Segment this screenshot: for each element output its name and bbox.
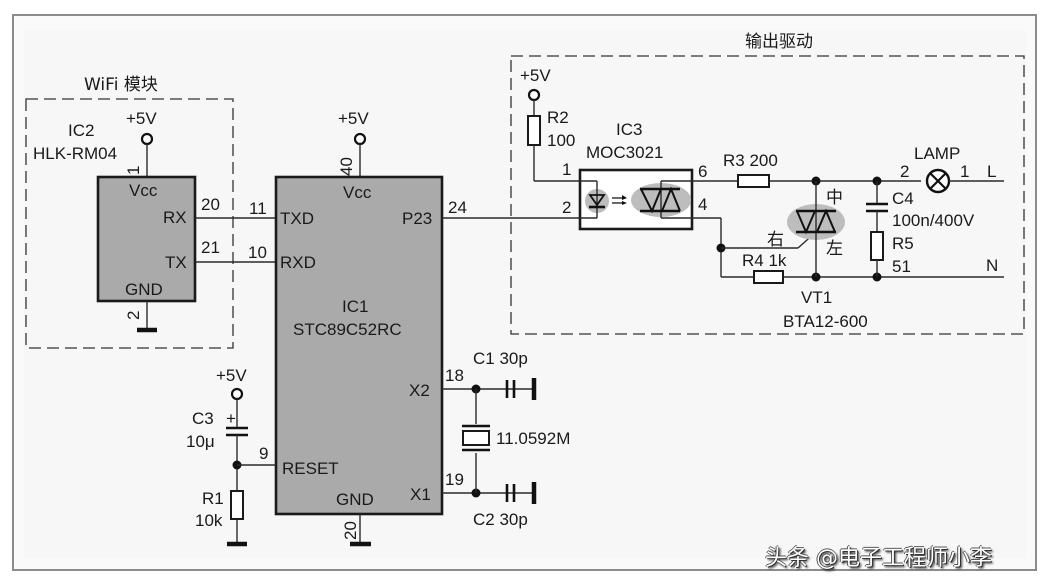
mains-line-label: L bbox=[987, 162, 996, 181]
ic1-pin-p23-number: 24 bbox=[448, 198, 467, 217]
ic1-pin-reset-number: 9 bbox=[259, 444, 268, 463]
r2-symbol bbox=[527, 115, 541, 146]
ic2-pin-vcc-number: 1 bbox=[124, 166, 143, 175]
ic1-supply-label: +5V bbox=[338, 109, 369, 128]
ic1-pin-reset: RESET bbox=[282, 459, 339, 478]
ic2-pin-gnd-number: 2 bbox=[124, 311, 143, 320]
ic3-ref: IC3 bbox=[616, 120, 642, 139]
led-icon bbox=[588, 194, 606, 207]
ic1-pin-x2-number: 18 bbox=[445, 366, 464, 385]
r2-ref: R2 bbox=[547, 108, 569, 127]
ic2-supply-terminal bbox=[140, 132, 154, 146]
c4-value: 100n/400V bbox=[892, 211, 975, 230]
ic2-pin-tx: TX bbox=[165, 253, 187, 272]
watermark: 头条 @电子工程师小李 bbox=[765, 546, 992, 571]
ic1-pin-rxd-number: 10 bbox=[248, 243, 267, 262]
r2-value: 100 bbox=[547, 131, 575, 150]
ic2-part: HLK-RM04 bbox=[33, 144, 117, 163]
output-module-boundary bbox=[510, 55, 1025, 335]
r1-symbol bbox=[230, 490, 244, 520]
vt1-part: BTA12-600 bbox=[783, 312, 868, 331]
output-module-title: 输出驱动 bbox=[745, 32, 813, 52]
ic2-ref: IC2 bbox=[68, 121, 94, 140]
r4-symbol bbox=[753, 270, 784, 284]
r2-supply-terminal bbox=[527, 88, 541, 102]
r2-supply-label: +5V bbox=[520, 66, 551, 85]
ic2-pin-gnd: GND bbox=[125, 280, 163, 299]
wifi-module-title: WiFi 模块 bbox=[84, 75, 158, 95]
wifi-module-boundary bbox=[25, 98, 234, 349]
ic2-chip bbox=[96, 175, 197, 303]
vt1-ref: VT1 bbox=[801, 288, 832, 307]
opto-triac-icon bbox=[640, 186, 681, 214]
triac-icon bbox=[796, 208, 836, 235]
ic2-supply-label: +5V bbox=[126, 109, 157, 128]
ic1-pin-x2: X2 bbox=[409, 381, 430, 400]
mains-neutral-label: N bbox=[986, 256, 998, 275]
r3-label: R3 200 bbox=[723, 151, 778, 170]
wifi-module: WiFi 模块 IC2 HLK-RM04 +5V 1 Vcc RX TX GND… bbox=[25, 75, 234, 349]
lamp-icon bbox=[925, 168, 951, 194]
ic1-pin-vcc: Vcc bbox=[343, 183, 372, 202]
lamp-ref: LAMP bbox=[914, 144, 960, 163]
r5-value: 51 bbox=[892, 257, 911, 276]
ic1-supply-terminal bbox=[353, 132, 367, 146]
lamp-pin-left: 2 bbox=[900, 162, 909, 181]
ic2-pin-tx-number: 21 bbox=[201, 238, 220, 257]
vt1-terminal-left: 左 bbox=[826, 239, 843, 259]
ic1-part: STC89C52RC bbox=[293, 320, 402, 339]
ic1-pin-vcc-number: 40 bbox=[337, 157, 356, 176]
ic3-pin-2-number: 2 bbox=[562, 198, 571, 217]
oscillator: 11.0592M C1 30p C2 30p bbox=[442, 349, 570, 529]
ic3-pin-6-number: 6 bbox=[698, 162, 707, 181]
c3-polarity: + bbox=[226, 409, 236, 428]
lamp-pin-right: 1 bbox=[960, 162, 969, 181]
ic1-mcu: +5V 40 Vcc TXD RXD P23 IC1 STC89C52RC X2… bbox=[248, 109, 467, 547]
ic1-pin-rxd: RXD bbox=[280, 253, 316, 272]
c4-ref: C4 bbox=[892, 189, 914, 208]
c2-label: C2 30p bbox=[473, 510, 528, 529]
c3-supply-terminal bbox=[230, 387, 244, 401]
vt1-terminal-middle: 中 bbox=[826, 188, 843, 208]
ic1-pin-x1-number: 19 bbox=[445, 470, 464, 489]
c3-ref: C3 bbox=[192, 409, 214, 428]
ic3-pin-4-number: 4 bbox=[698, 195, 707, 214]
ic1-pin-p23: P23 bbox=[402, 209, 432, 228]
ic1-ref: IC1 bbox=[342, 297, 368, 316]
ic1-pin-gnd-number: 20 bbox=[341, 521, 360, 540]
r5-symbol bbox=[870, 231, 884, 261]
output-driver-module: 输出驱动 +5V R2 100 IC3 MOC3021 1 2 6 4 bbox=[510, 32, 1025, 335]
crystal-symbol bbox=[462, 430, 490, 446]
ic1-pin-txd-number: 11 bbox=[249, 199, 267, 218]
r4-label: R4 1k bbox=[742, 251, 787, 270]
ic3-pin-1-number: 1 bbox=[562, 160, 571, 179]
ic1-chip bbox=[274, 175, 444, 516]
c1-label: C1 30p bbox=[473, 349, 528, 368]
r5-ref: R5 bbox=[892, 234, 914, 253]
ic2-pin-rx-number: 20 bbox=[201, 195, 220, 214]
c3-supply-label: +5V bbox=[216, 366, 247, 385]
reset-circuit: +5V C3 + 10μ R1 10k bbox=[186, 366, 276, 547]
r1-ref: R1 bbox=[202, 489, 224, 508]
ic2-pin-rx: RX bbox=[163, 208, 187, 227]
ic1-pin-x1: X1 bbox=[410, 485, 431, 504]
c3-value: 10μ bbox=[186, 432, 215, 451]
r3-symbol bbox=[737, 174, 770, 188]
ic1-pin-gnd: GND bbox=[336, 490, 374, 509]
ic2-pin-vcc: Vcc bbox=[129, 181, 158, 200]
vt1-terminal-right: 右 bbox=[767, 230, 784, 250]
ic3-part: MOC3021 bbox=[586, 143, 663, 162]
crystal-value: 11.0592M bbox=[496, 429, 570, 448]
r1-value: 10k bbox=[195, 511, 223, 530]
ic1-pin-txd: TXD bbox=[280, 209, 314, 228]
